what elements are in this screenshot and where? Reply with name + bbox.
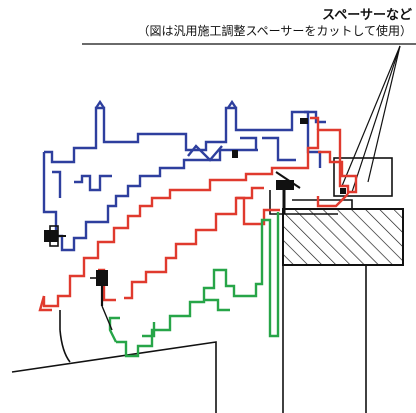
fastening-screw-icon — [44, 225, 66, 247]
green-profile — [108, 212, 280, 358]
concrete-block — [282, 208, 404, 413]
spacer-frame — [269, 157, 393, 215]
spacer-label: スペーサーなど — [322, 8, 412, 23]
interior-wall-outline — [11, 341, 217, 413]
blue-profile — [42, 99, 326, 252]
leader-lines — [82, 43, 416, 193]
gasket-blocks — [232, 118, 346, 194]
screw-anchor-icon — [59, 270, 113, 363]
corner-screw-icon — [275, 171, 301, 214]
spacer-note: （図は汎用施工調整スペーサーをカットして使用） — [137, 24, 412, 38]
